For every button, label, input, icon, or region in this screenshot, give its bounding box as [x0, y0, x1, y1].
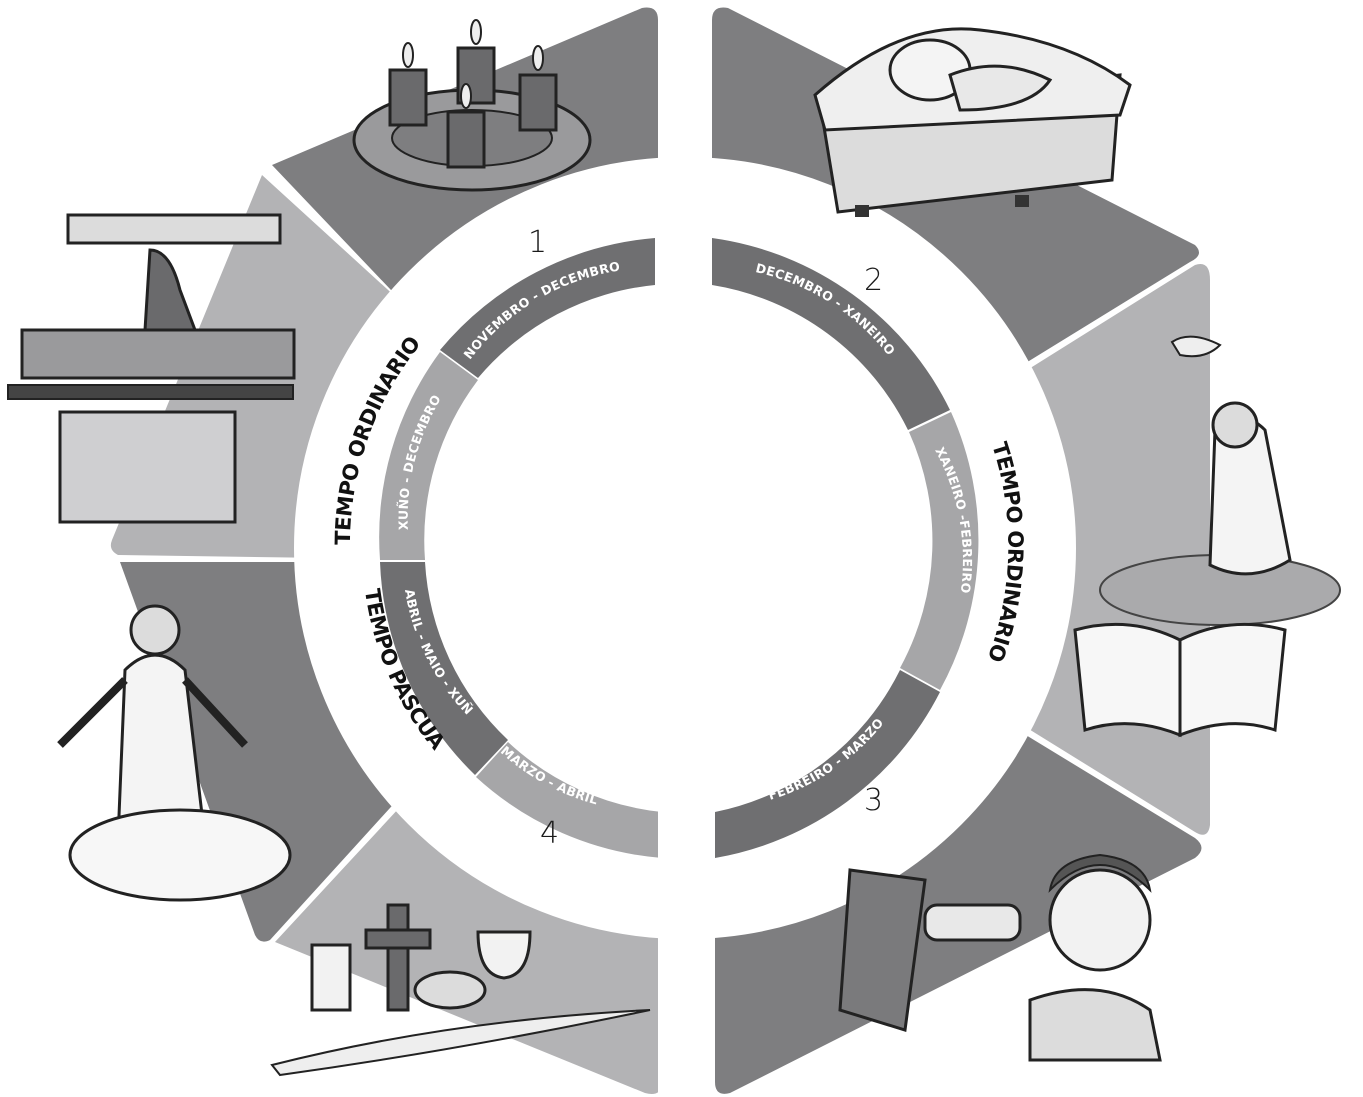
ring-xun-dec — [379, 352, 478, 560]
easter-candle-cross-bread-chalice-icon — [270, 903, 651, 1077]
segment-bottom-right — [715, 712, 1202, 1094]
baptism-jesus-icon — [1099, 335, 1341, 626]
quadrant-number-4: 4 — [540, 816, 559, 851]
ash-wednesday-boy-icon — [838, 853, 1162, 1062]
ring-nov-dec — [440, 238, 655, 378]
manger-baby-icon — [813, 27, 1132, 217]
ring-xan-feb — [900, 412, 979, 690]
month-ring — [379, 238, 979, 858]
ring-dec-xan — [712, 238, 950, 430]
ring-feb-mar — [715, 670, 940, 858]
open-bible-icon — [1073, 622, 1287, 738]
quadrant-number-2: 2 — [864, 263, 883, 298]
ring-mar-abr — [476, 742, 662, 858]
ring-abr-xun — [380, 562, 508, 775]
quadrant-number-3: 3 — [864, 783, 883, 818]
quadrant-number-1: 1 — [528, 225, 547, 260]
advent-wreath-icon — [352, 19, 592, 192]
procession-float-icon — [7, 213, 296, 524]
risen-jesus-cloud-icon — [57, 604, 292, 902]
